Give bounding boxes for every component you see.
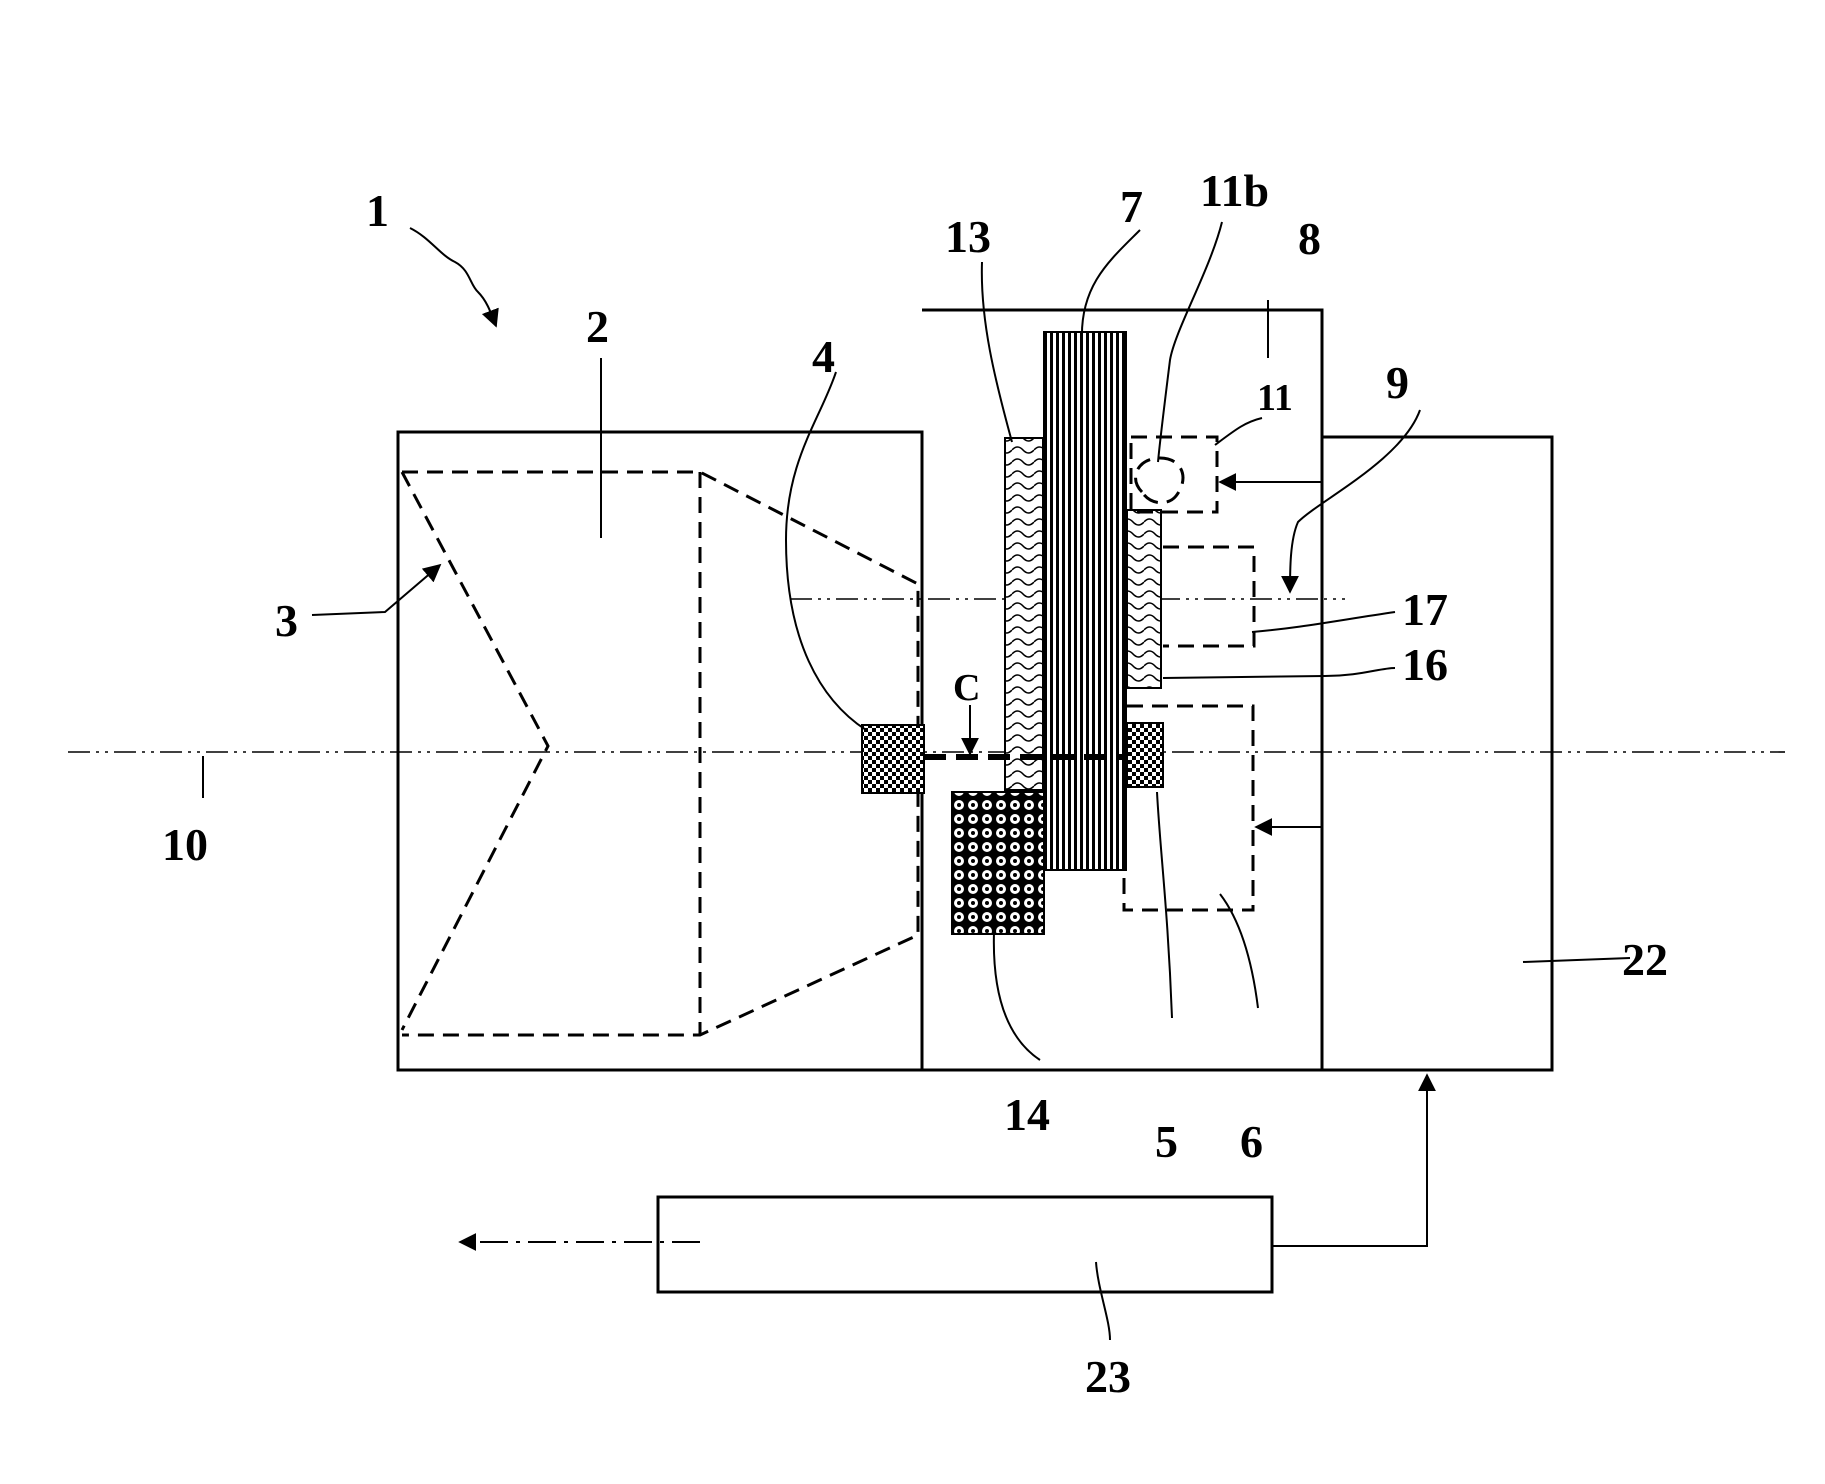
label-11: 11: [1257, 377, 1293, 419]
label-17: 17: [1402, 584, 1448, 635]
leader-7: [1082, 230, 1140, 340]
label-8: 8: [1298, 213, 1321, 264]
leader-13: [982, 262, 1012, 442]
shaft-7: [1044, 332, 1126, 870]
leader-1: [410, 228, 496, 326]
element-16: [1127, 510, 1161, 688]
housing-outline: [398, 432, 922, 1070]
bearing-5: [1127, 723, 1163, 787]
label-3: 3: [275, 595, 298, 646]
label-C: C: [953, 667, 980, 709]
label-16: 16: [1402, 639, 1448, 690]
leader-14: [994, 932, 1040, 1060]
label-10: 10: [162, 819, 208, 870]
label-23: 23: [1085, 1351, 1131, 1402]
box-23: [658, 1197, 1272, 1292]
label-22: 22: [1622, 934, 1668, 985]
leader-16: [1163, 668, 1395, 678]
label-6: 6: [1240, 1116, 1263, 1167]
label-2: 2: [586, 301, 609, 352]
leader-11: [1215, 418, 1262, 445]
bearing-4: [862, 725, 924, 793]
leader-23: [1096, 1262, 1110, 1340]
box-11: [1131, 437, 1217, 512]
box-17: [1163, 547, 1254, 646]
label-5: 5: [1155, 1116, 1178, 1167]
label-14: 14: [1004, 1089, 1050, 1140]
component-3-dashed-v: [402, 472, 548, 1030]
element-14: [952, 792, 1044, 934]
label-7: 7: [1120, 181, 1143, 232]
leader-4: [786, 372, 866, 730]
right-housing-outline: [1322, 437, 1552, 1070]
element-13: [1005, 438, 1043, 790]
leader-3: [312, 565, 440, 615]
component-2-dashed-contour: [402, 472, 918, 1035]
leader-11b: [1158, 222, 1222, 462]
label-11b: 11b: [1200, 165, 1269, 216]
label-1: 1: [366, 185, 389, 236]
leader-22: [1523, 958, 1630, 962]
leader-5: [1157, 792, 1172, 1018]
label-9: 9: [1386, 357, 1409, 408]
feedback-line: [1272, 1075, 1427, 1246]
label-4: 4: [812, 331, 835, 382]
label-13: 13: [945, 211, 991, 262]
circle-11b: [1136, 458, 1183, 503]
